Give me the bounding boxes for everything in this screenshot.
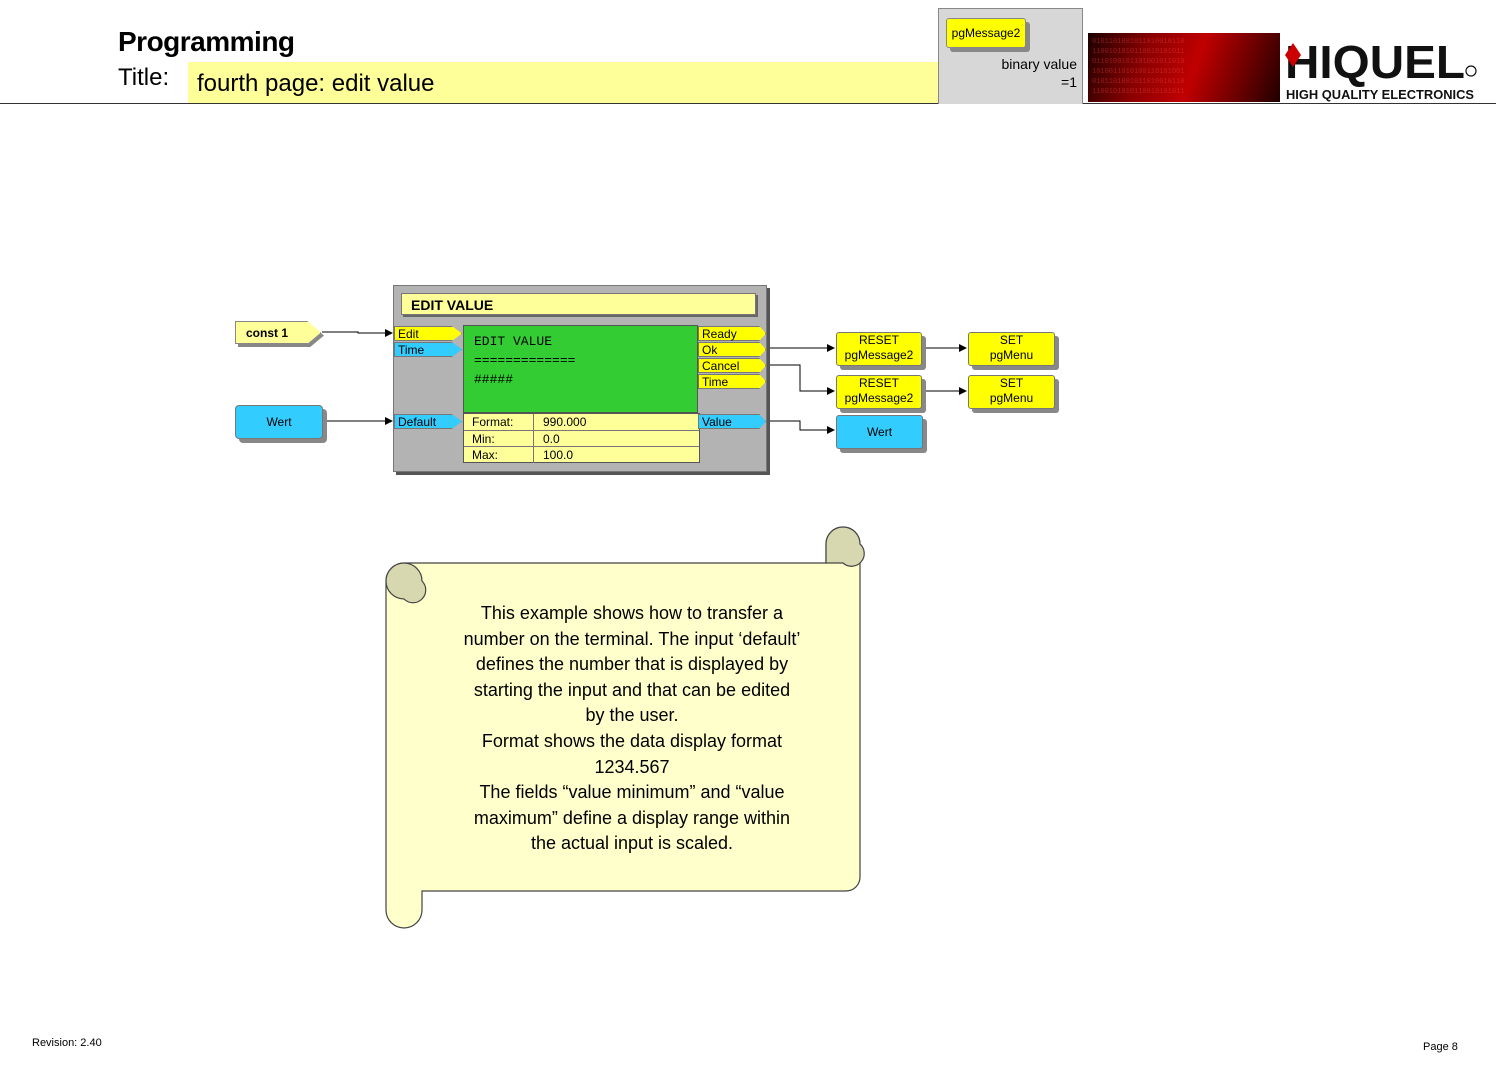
svg-text:1100101010110010101011: 1100101010110010101011 <box>1092 88 1184 96</box>
param-value: 100.0 <box>543 448 574 462</box>
terminal-display: EDIT VALUE ============= ##### <box>463 325 698 413</box>
note-text: This example shows how to transfer a num… <box>428 601 836 857</box>
revision-label: Revision: 2.40 <box>32 1037 102 1049</box>
port-out-ready[interactable]: Ready <box>698 326 766 341</box>
param-key: Format: <box>472 415 514 429</box>
note-line: This example shows how to transfer a <box>480 603 784 623</box>
note-line: Format shows the data display format <box>481 730 783 751</box>
marker-line-1: binary value <box>1001 56 1078 72</box>
param-divider <box>533 414 534 430</box>
note-line: the actual input is scaled. <box>530 833 734 854</box>
registered-icon <box>1465 65 1477 77</box>
port-out-value[interactable]: Value <box>698 414 766 429</box>
param-value: 990.000 <box>543 415 587 429</box>
wire-const-to-edit <box>322 329 393 337</box>
note-line: by the user. <box>585 705 679 726</box>
marker-line-2: =1 <box>1061 74 1077 90</box>
param-divider <box>533 447 534 463</box>
port-out-time[interactable]: Time <box>698 374 766 389</box>
node-line: pgMenu <box>989 391 1034 405</box>
param-key: Max: <box>472 448 499 462</box>
param-key: Min: <box>472 432 495 446</box>
port-out-ok[interactable]: Ok <box>698 342 766 357</box>
note-line: The fields “value minimum” and “value <box>479 782 785 803</box>
reset-pgmessage2-node-2[interactable]: RESET pgMessage2 <box>836 375 922 409</box>
node-line: SET <box>999 333 1024 347</box>
wert-input-node[interactable]: Wert <box>235 405 323 439</box>
svg-text:1100101010110010101011: 1100101010110010101011 <box>1092 48 1184 56</box>
logo-brand-text: HIQUEL <box>1285 36 1465 88</box>
param-row-min[interactable]: Min: 0.0 <box>464 430 699 447</box>
node-line: pgMessage2 <box>844 348 914 362</box>
page-number: Page 8 <box>1423 1041 1458 1053</box>
header-divider <box>0 103 1496 104</box>
logo-tagline: HIGH QUALITY ELECTRONICS <box>1286 87 1474 102</box>
wert-output-node[interactable]: Wert <box>836 415 923 449</box>
port-in-time[interactable]: Time <box>394 342 462 357</box>
note-line: 1234.567 <box>594 756 670 777</box>
note-scroll <box>385 526 865 929</box>
message-marker-text: binary value =1 <box>950 55 1078 91</box>
node-line: SET <box>999 376 1024 390</box>
hiquel-logo: HIQUEL HIGH QUALITY ELECTRONICS <box>1285 36 1477 102</box>
node-line: RESET <box>858 376 899 390</box>
const-input-node[interactable]: const 1 <box>235 321 321 344</box>
reset-pgmessage2-node-1[interactable]: RESET pgMessage2 <box>836 332 922 366</box>
wire-value-to-wert <box>767 420 835 434</box>
note-line: starting the input and that can be edite… <box>473 679 791 700</box>
svg-text:0101101001011010010110: 0101101001011010010110 <box>1092 78 1184 86</box>
node-line: pgMessage2 <box>844 391 914 405</box>
svg-text:0110100101101001011010: 0110100101101001011010 <box>1092 58 1184 66</box>
logo-diamond-icon <box>1285 43 1301 67</box>
block-title: EDIT VALUE <box>401 293 756 315</box>
title-field: fourth page: edit value <box>188 62 938 104</box>
note-line: defines the number that is displayed by <box>475 654 789 675</box>
note-line: maximum” define a display range within <box>473 807 791 828</box>
brand-photo: 0101101001011010010110 11001010101100101… <box>1088 33 1280 102</box>
set-pgmenu-node-1[interactable]: SET pgMenu <box>968 332 1055 366</box>
message-tag[interactable]: pgMessage2 <box>946 18 1026 48</box>
scroll-top-curl <box>825 526 865 567</box>
port-out-cancel[interactable]: Cancel <box>698 358 766 373</box>
node-line: RESET <box>858 333 899 347</box>
title-label: Title: <box>118 64 170 91</box>
display-line-3: ##### <box>474 372 514 387</box>
param-value: 0.0 <box>543 432 560 446</box>
page-section-title: Programming <box>118 26 295 57</box>
svg-text:0101101001011010010110: 0101101001011010010110 <box>1092 38 1184 46</box>
wire-cancel-to-reset2 <box>767 364 835 395</box>
port-in-edit[interactable]: Edit <box>394 326 462 341</box>
params-table: Format: 990.000 Min: 0.0 Max: 100.0 <box>463 413 700 463</box>
display-line-1: EDIT VALUE <box>474 334 553 349</box>
svg-text:1010011010100110101001: 1010011010100110101001 <box>1092 68 1184 76</box>
set-pgmenu-node-2[interactable]: SET pgMenu <box>968 375 1055 409</box>
port-in-default[interactable]: Default <box>394 414 462 429</box>
param-row-max[interactable]: Max: 100.0 <box>464 446 699 463</box>
param-row-format[interactable]: Format: 990.000 <box>464 414 699 430</box>
brand-logo: HIQUEL HIGH QUALITY ELECTRONICS <box>1283 33 1479 102</box>
param-divider <box>533 431 534 447</box>
brand-photo-texture: 0101101001011010010110 11001010101100101… <box>1092 38 1184 96</box>
note-line: number on the terminal. The input ‘defau… <box>463 628 801 649</box>
scroll-left-curl <box>385 562 427 604</box>
node-line: pgMenu <box>989 348 1034 362</box>
display-line-2: ============= <box>474 353 576 368</box>
title-value: fourth page: edit value <box>197 70 435 97</box>
